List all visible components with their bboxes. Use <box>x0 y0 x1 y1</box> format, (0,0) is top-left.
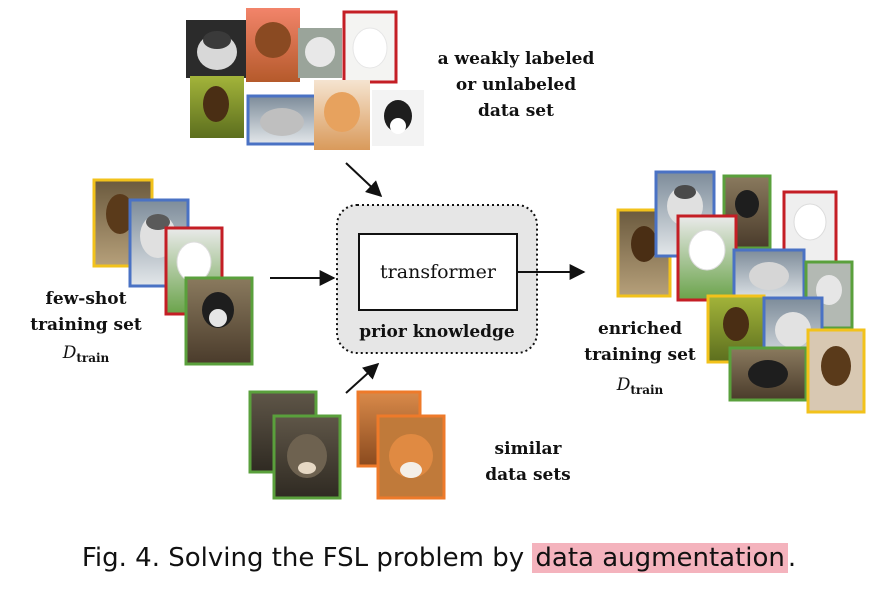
fewshot-label-line2: training set <box>30 315 142 335</box>
enriched-photo-group <box>616 170 866 414</box>
few-shot-photo-group <box>92 178 254 366</box>
fewshot-label-line1: few-shot <box>46 289 127 309</box>
arrow-from-similar-data <box>345 362 380 394</box>
enriched-husky-2 <box>732 248 806 304</box>
fox-front-photo <box>376 414 446 500</box>
similar-label-line1: similar <box>495 439 563 459</box>
weak-label-line2: or unlabeled <box>456 75 576 95</box>
prior-knowledge-label: prior knowledge <box>359 322 515 342</box>
enriched-malamute-2 <box>728 346 808 402</box>
weak-label-line3: data set <box>478 101 554 121</box>
similar-photo-group <box>248 390 446 500</box>
enriched-samoyed-2 <box>676 214 738 302</box>
husky-lying-photo <box>246 94 318 146</box>
husky-puppy-photo <box>298 28 342 78</box>
transformer-label: transformer <box>380 261 497 283</box>
caption-prefix: Fig. 4. Solving the FSL problem by <box>81 543 533 573</box>
enriched-shepherd-3 <box>806 328 866 414</box>
samoyed-photo <box>342 10 398 84</box>
german-shepherd-photo <box>190 76 244 138</box>
caption-highlight: data augmentation <box>532 543 788 573</box>
arrow-from-weak-data <box>345 162 383 198</box>
similar-label-line2: data sets <box>485 465 571 485</box>
husky-photo <box>186 20 248 78</box>
caption-suffix: . <box>787 543 797 573</box>
weakly-labeled-photo-group <box>186 8 424 150</box>
wolf-front-photo <box>272 414 342 500</box>
poodle-photo <box>246 8 300 82</box>
fewshot-math-label: Dtrain <box>62 343 110 365</box>
malamute-left-photo <box>184 276 254 366</box>
transformer-box <box>358 233 518 311</box>
weak-label-line1: a weakly labeled <box>438 49 595 69</box>
border-collie-photo <box>372 90 424 146</box>
enriched-label-line2: training set <box>584 345 696 365</box>
shiba-photo <box>314 80 370 150</box>
enriched-math-label: Dtrain <box>616 375 664 397</box>
figure-caption: Fig. 4. Solving the FSL problem by data … <box>0 538 878 578</box>
enriched-label-line1: enriched <box>598 319 682 339</box>
